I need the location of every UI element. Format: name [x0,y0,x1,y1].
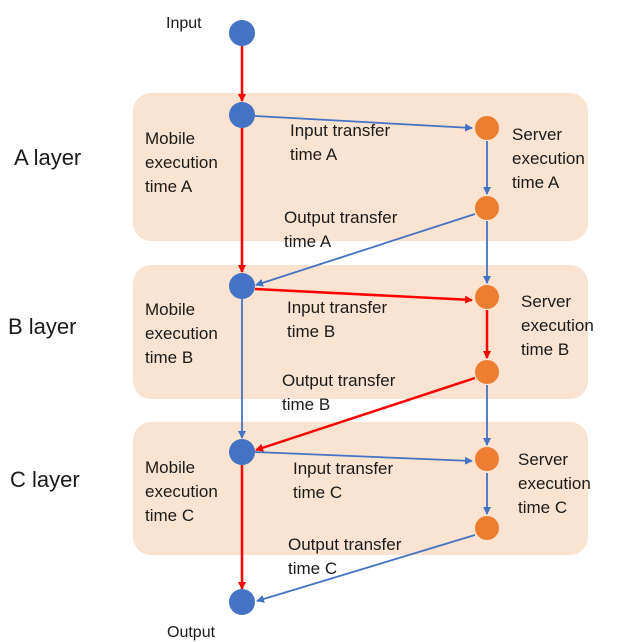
input-transfer-label-a: Input transfer time A [290,121,395,164]
edge-output-transfer-c [256,534,476,603]
output-transfer-label-c: Output transfer time C [288,535,406,578]
input-transfer-label-b: Input transfer time B [287,298,392,341]
mobile-exec-label-c: Mobile execution time C [145,458,223,525]
layer-b-name: B layer [8,314,76,339]
server-node-b-in [475,285,499,309]
output-label: Output [167,624,216,641]
layer-c-name: C layer [10,467,80,492]
output-transfer-label-a: Output transfer time A [284,208,402,251]
server-node-c-out [475,516,499,540]
output-transfer-label-b: Output transfer time B [282,371,400,414]
edge-input-transfer-b [254,287,473,304]
layer-a-panel [133,93,588,241]
mobile-node-b [229,273,255,299]
input-node [229,20,255,46]
edge-input-transfer-a [254,115,473,132]
server-node-a-in [475,116,499,140]
input-transfer-label-c: Input transfer time C [293,459,398,502]
mobile-node-c [229,439,255,465]
server-node-a-out [475,196,499,220]
input-label: Input [166,15,202,32]
edge-output-transfer-b [255,376,476,452]
server-exec-label-a: Server execution time A [512,125,590,192]
edge-input-transfer-c [254,451,473,465]
layer-a-name: A layer [14,145,81,170]
layer-b-panel [133,265,588,399]
server-node-b-out [475,360,499,384]
output-node [229,589,255,615]
mobile-exec-label-b: Mobile execution time B [145,300,223,367]
server-node-c-in [475,447,499,471]
edge-output-transfer-a [255,213,476,287]
mobile-node-a [229,102,255,128]
mobile-exec-label-a: Mobile execution time A [145,129,223,196]
server-exec-label-b: Server execution time B [521,292,599,359]
server-exec-label-c: Server execution time C [518,450,596,517]
